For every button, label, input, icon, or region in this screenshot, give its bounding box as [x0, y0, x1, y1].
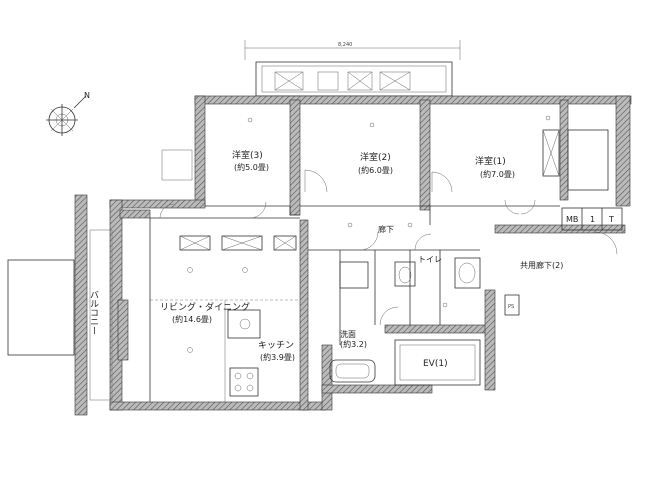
room-hallway-name: 廊下: [378, 224, 394, 234]
marker-1-label: 1: [590, 215, 595, 224]
top-dimension: 8,240: [244, 40, 461, 60]
door-swings: [159, 169, 618, 326]
room-western3-area: (約5.0畳): [234, 162, 269, 172]
room-balcony-name: バルコニー: [88, 290, 99, 335]
marker-t-label: T: [608, 215, 614, 224]
interior-partitions: [7, 129, 623, 402]
ev-label: EV(1): [423, 359, 448, 369]
room-western2-name: 洋室(2): [360, 151, 391, 163]
room-ldk-area: (約14.6畳): [172, 314, 212, 324]
room-western2-area: (約6.0畳): [358, 165, 393, 175]
room-western3-name: 洋室(3): [232, 149, 263, 161]
north-label: N: [84, 91, 90, 100]
dimension-label: 8,240: [338, 42, 352, 48]
room-labels: 洋室(3) (約5.0畳) 洋室(2) (約6.0畳) 洋室(1) (約7.0畳…: [88, 149, 614, 369]
fixture-markers: [187, 115, 551, 353]
ps-label: PS: [508, 304, 514, 310]
room-western1-area: (約7.0畳): [480, 169, 515, 179]
room-washroom-name: 洗面: [340, 329, 356, 339]
room-western1-name: 洋室(1): [475, 155, 506, 167]
mb-label: MB: [566, 215, 578, 224]
room-washroom-area: (約3.2): [340, 339, 367, 349]
room-kitchen-area: (約3.9畳): [260, 352, 295, 362]
north-compass-icon: N: [46, 91, 90, 136]
room-kitchen-name: キッチン: [258, 340, 294, 351]
room-toilet-name: トイレ: [418, 255, 442, 264]
room-ldk-name: リビング・ダイニング: [160, 301, 250, 313]
common-corridor-name: 共用廊下(2): [520, 260, 563, 270]
top-balcony: [255, 61, 453, 97]
outer-walls: [74, 95, 632, 416]
